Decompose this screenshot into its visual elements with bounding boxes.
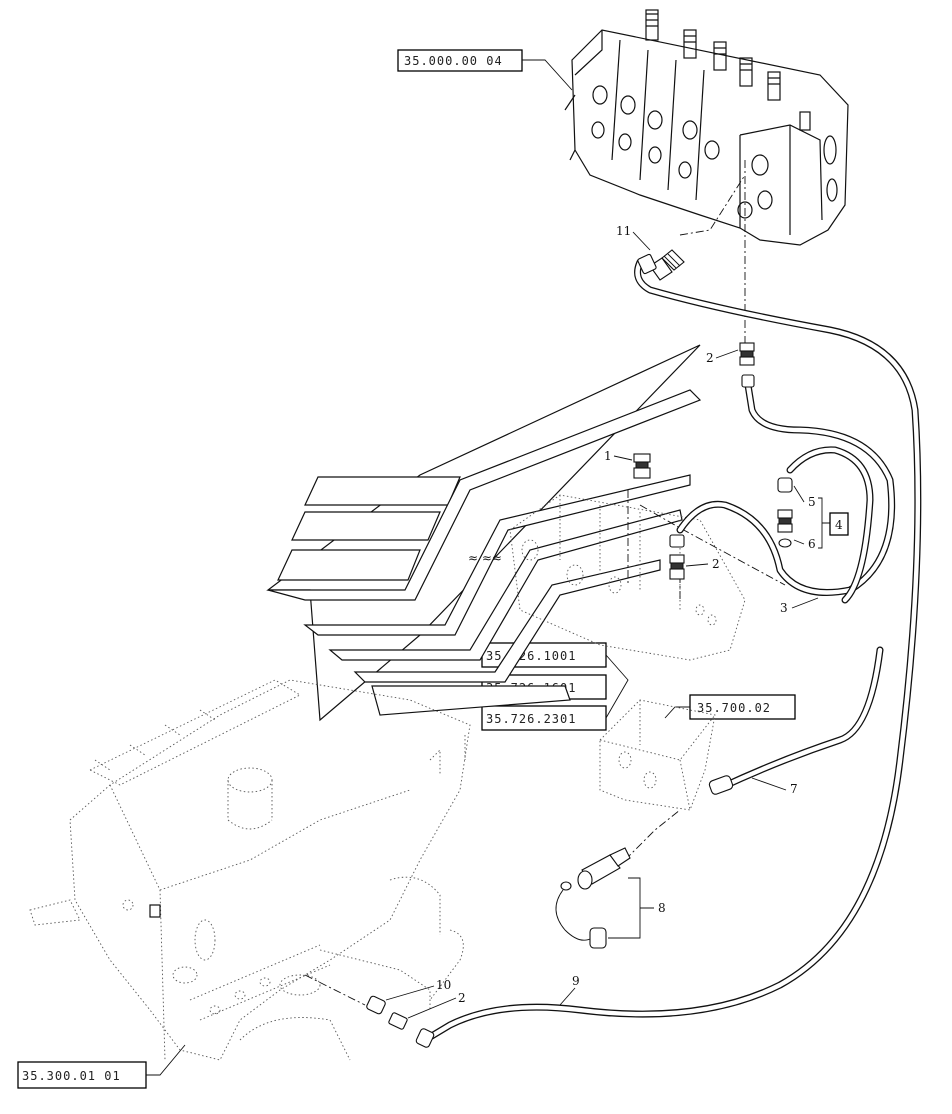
fitting-2-mid [669, 534, 685, 580]
callout-4: 4 [818, 497, 849, 549]
callout-2-top: 2 [706, 349, 739, 365]
svg-text:6: 6 [808, 537, 816, 551]
hose-7 [716, 646, 884, 792]
valve-block [599, 699, 716, 811]
svg-text:8: 8 [658, 901, 666, 915]
tractor-rear-body [29, 679, 471, 1061]
quick-coupler-8 [555, 847, 631, 949]
callout-3: 3 [780, 597, 819, 615]
fitting-10 [366, 995, 386, 1015]
svg-text:11: 11 [616, 224, 631, 238]
fitting-6 [777, 509, 793, 548]
svg-text:5: 5 [808, 495, 816, 509]
callout-10: 10 [385, 978, 451, 1001]
svg-text:35.726.2301: 35.726.2301 [486, 712, 576, 726]
hose-4 [786, 446, 874, 604]
fitting-5 [777, 477, 793, 493]
svg-text:1: 1 [604, 449, 612, 463]
svg-text:35.300.01 01: 35.300.01 01 [22, 1069, 121, 1083]
svg-text:35.000.00 04: 35.000.00 04 [404, 54, 503, 68]
callout-6: 6 [793, 537, 816, 551]
fitting-1 [633, 453, 651, 479]
callout-11: 11 [616, 224, 651, 251]
fitting-2-bottom [388, 1012, 435, 1048]
callout-9: 9 [559, 974, 580, 1006]
callout-8: 8 [608, 877, 666, 939]
fitting-2-top [739, 342, 755, 388]
reference-box-2301: 35.726.2301 [481, 705, 607, 731]
control-valve-assembly [564, 9, 849, 246]
reference-box-transmission: 35.300.01 01 [17, 1044, 186, 1089]
svg-text:2: 2 [706, 351, 714, 365]
reference-box-block: 35.700.02 [664, 694, 796, 720]
callout-2-mid: 2 [685, 557, 720, 571]
svg-text:2: 2 [458, 991, 466, 1005]
reference-box-control-valve: 35.000.00 04 [397, 49, 573, 91]
rops-plate-stack: ≈ ≈≈ [266, 344, 702, 722]
hose-9-long [421, 258, 922, 1044]
svg-text:35.700.02: 35.700.02 [697, 701, 771, 715]
svg-text:7: 7 [790, 782, 798, 796]
svg-text:9: 9 [572, 974, 580, 988]
callout-1: 1 [604, 449, 633, 463]
fitting-end-11 [637, 253, 657, 275]
svg-text:10: 10 [436, 978, 451, 992]
svg-text:4: 4 [835, 518, 843, 532]
callout-7: 7 [751, 777, 798, 796]
callout-2-bottom: 2 [407, 991, 466, 1019]
svg-text:35.726.1001: 35.726.1001 [486, 649, 576, 663]
svg-text:3: 3 [780, 601, 788, 615]
fitting-hose-7-end [708, 775, 734, 795]
svg-text:≈ ≈≈: ≈ ≈≈ [468, 551, 502, 565]
svg-text:2: 2 [712, 557, 720, 571]
distributor-block [509, 494, 746, 661]
fitting-11 [649, 249, 685, 281]
callout-5: 5 [793, 485, 816, 509]
